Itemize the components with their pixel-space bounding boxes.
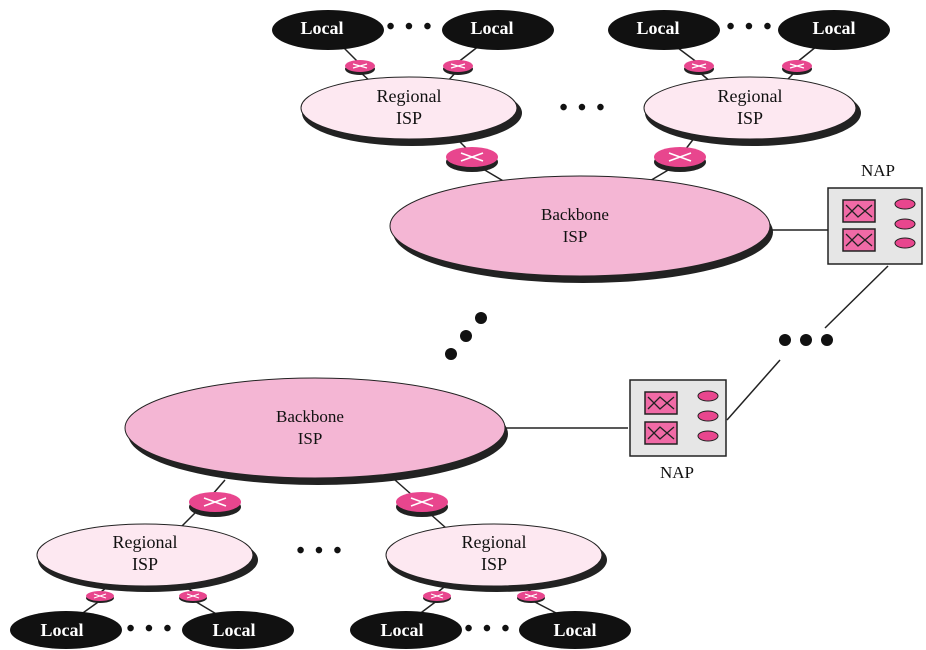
local-isp-bottom-1[interactable]: Local (10, 611, 122, 649)
isp-label: ISP (396, 108, 422, 128)
backbone-isp-top[interactable]: Backbone ISP (389, 175, 773, 283)
router-icon (782, 60, 812, 75)
local-label: Local (471, 18, 514, 38)
local-label: Local (637, 18, 680, 38)
router-icon (517, 591, 545, 603)
switch-icon (644, 421, 678, 445)
router-icon (179, 591, 207, 603)
local-label: Local (41, 620, 84, 640)
ellipsis-bottom-left: • • • (126, 616, 173, 642)
local-isp-top-2[interactable]: Local (442, 10, 554, 50)
router-icon (684, 60, 714, 75)
local-isp-bottom-2[interactable]: Local (182, 611, 294, 649)
router-icon (654, 147, 706, 172)
backbone-label: Backbone (276, 407, 344, 426)
local-label: Local (813, 18, 856, 38)
router-icon (446, 147, 498, 172)
ellipsis-bottom-regional: • • • (296, 538, 343, 564)
ellipsis-bottom-right: • • • (464, 616, 511, 642)
ellipsis-top-regional: • • • (559, 95, 606, 121)
isp-label: ISP (563, 227, 588, 246)
router-icon (189, 492, 241, 517)
isp-label: ISP (481, 554, 507, 574)
local-isp-top-1[interactable]: Local (272, 10, 384, 50)
router-icon (396, 492, 448, 517)
nap-box-icon[interactable] (629, 379, 727, 457)
router-icon (443, 60, 473, 75)
nap-label-top: NAP (861, 161, 895, 180)
router-icon (345, 60, 375, 75)
nap-label-bottom: NAP (660, 463, 694, 482)
ellipsis-top-right: • • • (726, 14, 773, 40)
ellipsis-middle-diagonal (445, 312, 487, 360)
ellipsis-top-left: • • • (386, 14, 433, 40)
router-icon (423, 591, 451, 603)
ellipsis-middle-right (779, 334, 833, 346)
local-label: Local (381, 620, 424, 640)
backbone-isp-bottom[interactable]: Backbone ISP (124, 377, 508, 485)
router-icon (86, 591, 114, 603)
isp-label: ISP (132, 554, 158, 574)
regional-label: Regional (377, 86, 442, 106)
switch-icon (644, 391, 678, 415)
switch-icon (842, 228, 876, 252)
local-isp-top-4[interactable]: Local (778, 10, 890, 50)
local-isp-bottom-3[interactable]: Local (350, 611, 462, 649)
regional-isp-bottom-right[interactable]: Regional ISP (385, 523, 607, 592)
isp-label: ISP (737, 108, 763, 128)
local-isp-top-3[interactable]: Local (608, 10, 720, 50)
regional-isp-bottom-left[interactable]: Regional ISP (36, 523, 258, 592)
isp-label: ISP (298, 429, 323, 448)
local-label: Local (301, 18, 344, 38)
regional-isp-top-right[interactable]: Regional ISP (643, 76, 861, 146)
backbone-label: Backbone (541, 205, 609, 224)
local-label: Local (213, 620, 256, 640)
local-label: Local (554, 620, 597, 640)
regional-label: Regional (462, 532, 527, 552)
nap-box-icon[interactable] (827, 187, 923, 265)
switch-icon (842, 199, 876, 223)
local-isp-bottom-4[interactable]: Local (519, 611, 631, 649)
regional-label: Regional (718, 86, 783, 106)
regional-isp-top-left[interactable]: Regional ISP (300, 76, 522, 146)
regional-label: Regional (113, 532, 178, 552)
